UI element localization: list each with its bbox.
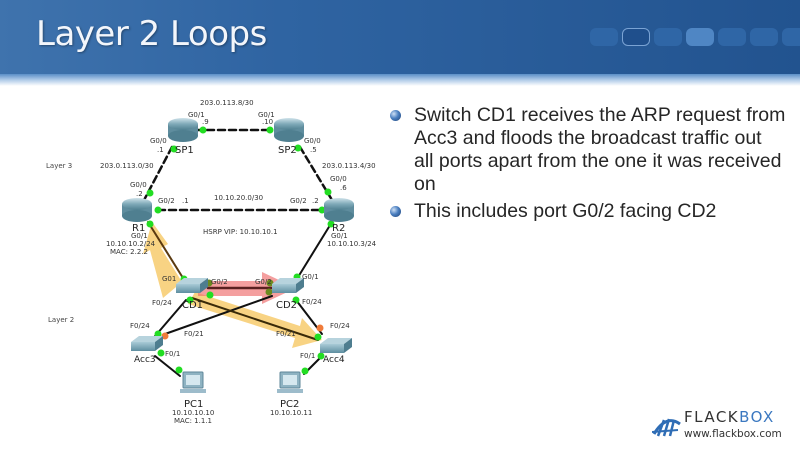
nav-box-current [622,28,650,46]
pc1-mac-label: MAC: 1.1.1 [174,417,212,425]
logo-name: FLACKBOX [684,408,775,426]
bullet-text: Switch CD1 receives the ARP request from… [414,104,786,195]
nav-box [782,28,800,46]
network-topology-diagram: Layer 3 Layer 2 203.0.113.8/30 203.0.113… [0,86,400,450]
port-ip-label: .1 [182,197,189,205]
port-ip-label: .5 [310,146,317,154]
port-label: G0/0 [304,137,321,145]
port-label: F0/21 [276,330,296,338]
link-r2-cd2 [294,221,333,283]
switch-acc3-icon [131,336,163,351]
port-ip-label: .1 [157,146,164,154]
router-r1-icon [122,198,152,222]
pc1-ip-label: 10.10.10.10 [172,409,214,417]
port-label: G0/2 [255,278,272,286]
port-label: F0/21 [184,330,204,338]
port-label: F0/24 [302,298,322,306]
subnet-sp1-sp2: 203.0.113.8/30 [200,99,254,107]
nav-box [590,28,618,46]
device-name-sp1: SP1 [175,145,194,156]
slide-title: Layer 2 Loops [36,14,267,54]
port-ip-label: .2 [312,197,319,205]
device-name-acc3: Acc3 [134,355,156,365]
device-name-pc1: PC1 [184,399,203,410]
port-label: G0/1 [258,111,275,119]
switch-cd2-icon [272,278,304,293]
port-label: G0/0 [330,175,347,183]
logo-url: www.flackbox.com [684,428,782,440]
nav-box [750,28,778,46]
port-label: F0/24 [330,322,350,330]
bullet-item: Switch CD1 receives the ARP request from… [386,104,786,196]
router-r2-icon [324,198,354,222]
r1-ip-label: 10.10.10.2/24 [106,240,156,248]
slide-nav-boxes [590,28,800,46]
nav-box [654,28,682,46]
bullet-list: Switch CD1 receives the ARP request from… [386,104,786,227]
zone-label-layer2: Layer 2 [48,316,74,324]
hsrp-vip-label: HSRP VIP: 10.10.10.1 [203,228,278,236]
nav-box-highlight [686,28,714,46]
port-label: F0/1 [165,350,180,358]
port-label: G0/2 [211,278,228,286]
port-label: G0/2 [158,197,175,205]
pc2-icon [277,371,303,393]
link-cd1-acc4 [191,297,319,341]
r1-mac-label: MAC: 2.2.2 [110,248,148,256]
header-fade [0,74,800,86]
port-label: F0/24 [152,299,172,307]
router-sp2-icon [274,118,304,142]
flood-arrow-to-r1 [143,222,182,298]
port-ip-label: .9 [202,118,209,126]
logo-name-part1: FLACK [684,408,740,426]
subnet-sp2-r2: 203.0.113.4/30 [322,162,376,170]
device-name-acc4: Acc4 [323,355,345,365]
r2-ip-label: 10.10.10.3/24 [327,240,377,248]
link-r1-cd1 [147,221,189,287]
port-label: G0/1 [302,273,319,281]
pc2-ip-label: 10.10.10.11 [270,409,312,417]
port-label: F0/24 [130,322,150,330]
switch-cd1-icon [176,278,208,293]
router-sp1-icon [168,118,198,142]
device-name-cd1: CD1 [182,300,203,311]
subnet-r1-r2: 10.10.20.0/30 [214,194,263,202]
port-ip-label: .2 [136,190,143,198]
bullet-icon [390,206,401,217]
logo-name-part2: BOX [739,408,775,426]
port-status-dots [146,126,335,375]
zone-label-layer3: Layer 3 [46,162,72,170]
device-name-sp2: SP2 [278,145,297,156]
port-label: G0/2 [290,197,307,205]
device-name-cd2: CD2 [276,300,297,311]
flackbox-logo: FLACKBOX www.flackbox.com [652,406,792,442]
port-label: G0/1 [188,111,205,119]
link-cd2-acc3 [164,295,273,335]
r1-g01-label: G0/1 [131,232,148,240]
device-name-pc2: PC2 [280,399,299,410]
port-label: G0/0 [130,181,147,189]
pc1-icon [180,371,206,393]
bullet-item: This includes port G0/2 facing CD2 [386,200,786,223]
port-label: G0/0 [150,137,167,145]
bullet-text: This includes port G0/2 facing CD2 [414,200,717,222]
link-acc3-pc1 [154,355,181,377]
r2-g01-label: G0/1 [331,232,348,240]
port-label: G01 [162,275,176,283]
subnet-sp1-r1: 203.0.113.0/30 [100,162,154,170]
device-name-r2: R2 [332,223,345,234]
bullet-icon [390,110,401,121]
port-label: F0/1 [300,352,315,360]
port-ip-label: .10 [262,118,273,126]
slide-header: Layer 2 Loops [0,0,800,78]
bridge-logo-icon [652,418,681,437]
port-ip-label: .6 [340,184,347,192]
nav-box [718,28,746,46]
switch-acc4-icon [320,338,352,353]
device-name-r1: R1 [132,223,145,234]
